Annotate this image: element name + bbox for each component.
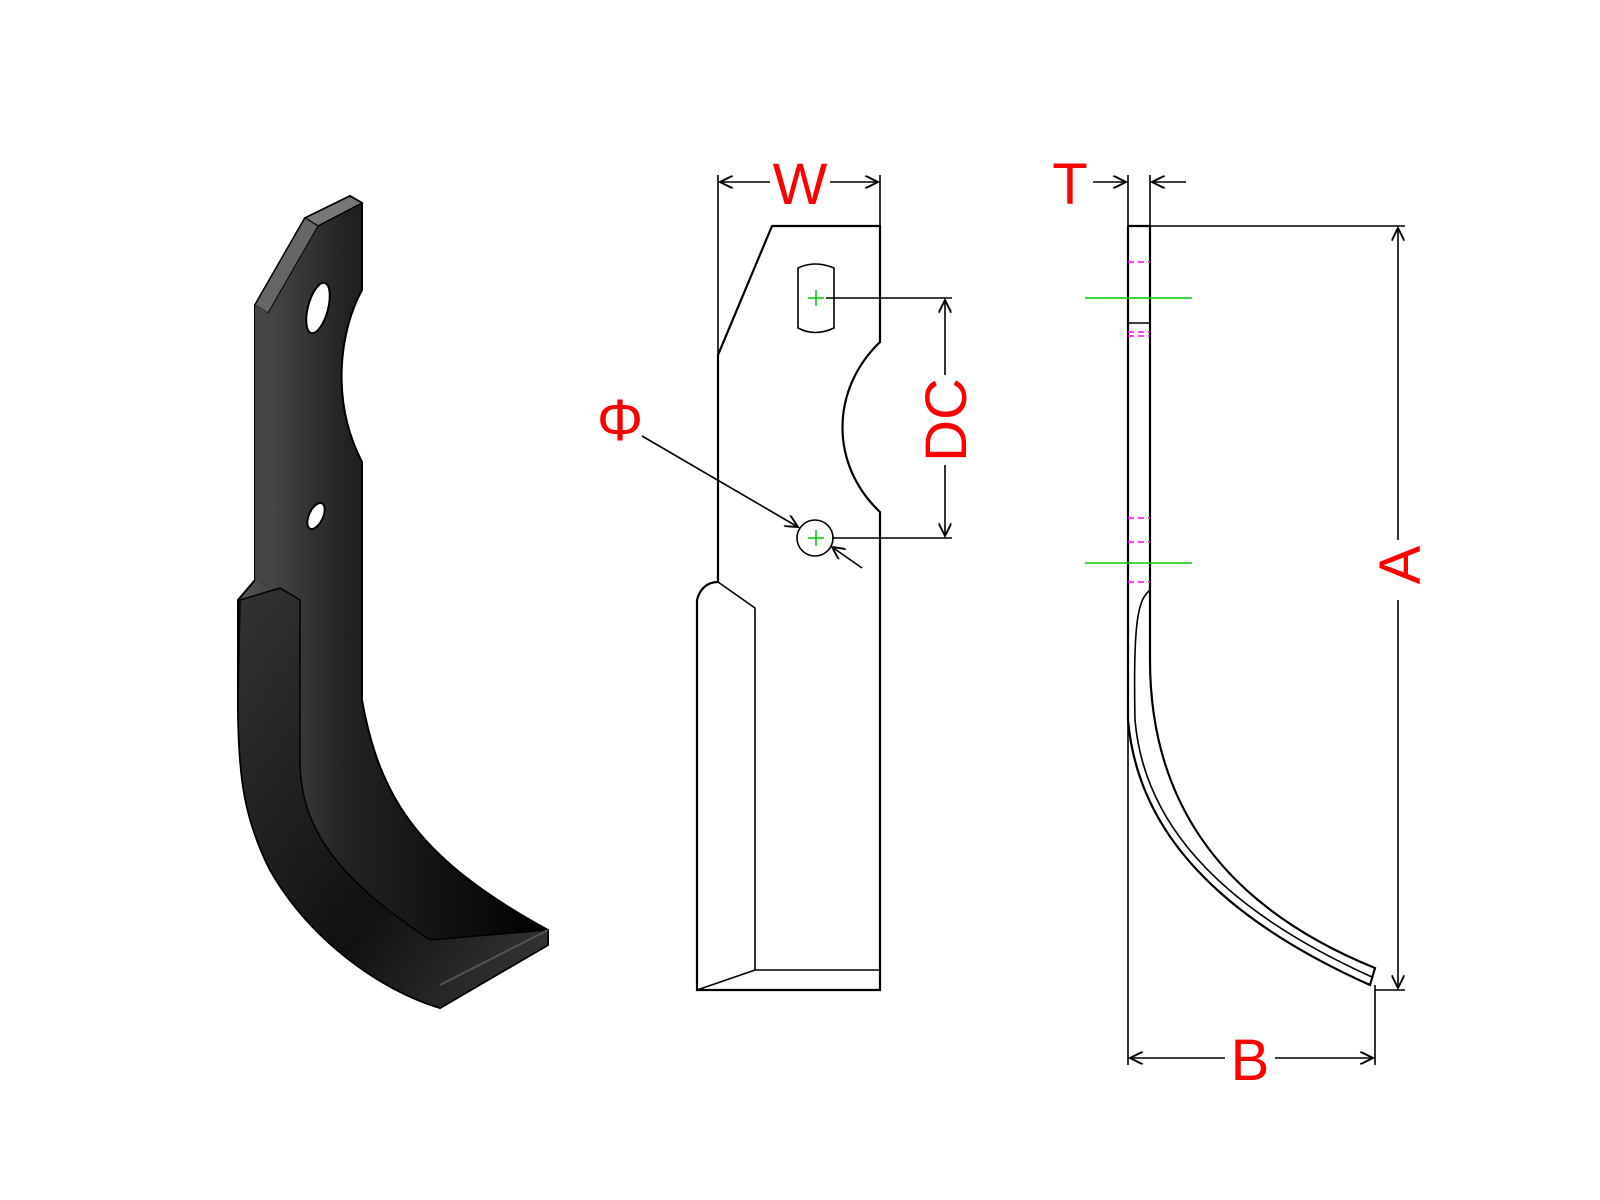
dim-label-offset: B: [1231, 1028, 1270, 1093]
blade-3d-view: [237, 194, 549, 1010]
dim-label-width: W: [773, 152, 828, 217]
dim-label-thickness: T: [1052, 152, 1087, 217]
blade-side-view: T A B: [1052, 152, 1433, 1093]
blade-front-view: W DC Φ: [597, 152, 979, 992]
dim-label-diameter: Φ: [597, 388, 643, 453]
dim-label-height: A: [1368, 545, 1433, 584]
dim-label-hole-distance: DC: [914, 378, 979, 462]
slot-outline: [797, 263, 835, 334]
round-hole: [306, 501, 326, 531]
slot-hole: [305, 281, 331, 335]
